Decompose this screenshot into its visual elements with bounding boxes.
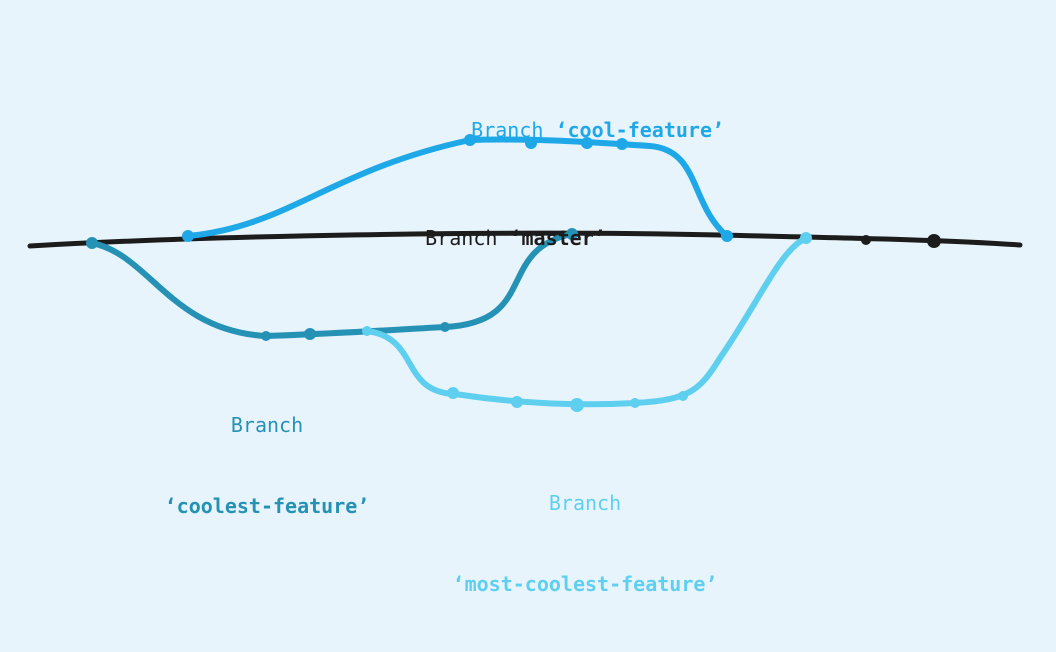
most-coolest-feature-commits <box>362 232 812 412</box>
coolest-feature-label-name: ‘coolest-feature’ <box>164 494 370 518</box>
cool-feature-commits <box>182 134 733 242</box>
commit-dot[interactable] <box>525 137 537 149</box>
most-coolest-feature-label-name: ‘most-coolest-feature’ <box>452 572 718 596</box>
commit-dot[interactable] <box>721 230 733 242</box>
commit-dot[interactable] <box>566 228 578 240</box>
commit-dot[interactable] <box>362 326 372 336</box>
commit-dot[interactable] <box>581 137 593 149</box>
branch-graph <box>27 134 1023 412</box>
commit-dot[interactable] <box>800 232 812 244</box>
commit-dot[interactable] <box>616 138 628 150</box>
master-label-prefix: Branch <box>425 226 510 250</box>
commit-dot[interactable] <box>630 398 640 408</box>
master-branch-label: Branch ‘master’ <box>377 202 606 274</box>
commit-dot[interactable] <box>182 230 194 242</box>
commit-dot[interactable] <box>304 328 316 340</box>
cool-feature-label-name: ‘cool-feature’ <box>555 118 725 142</box>
coolest-feature-label-prefix: Branch <box>230 413 304 437</box>
commit-dot[interactable] <box>464 134 476 146</box>
coolest-feature-branch-label: Branch ‘coolest-feature’ <box>158 358 376 574</box>
most-coolest-feature-label-prefix: Branch <box>548 491 622 515</box>
commit-dot[interactable] <box>570 398 584 412</box>
cool-feature-label-prefix: Branch <box>471 118 556 142</box>
commit-dot[interactable] <box>86 237 98 249</box>
commit-dot[interactable] <box>447 387 459 399</box>
commit-dot[interactable] <box>511 396 523 408</box>
commit-dot[interactable] <box>261 331 271 341</box>
master-commits <box>861 234 941 248</box>
master-label-name: ‘master’ <box>509 226 606 250</box>
commit-dot[interactable] <box>927 234 941 248</box>
commit-dot[interactable] <box>440 322 450 332</box>
commit-dot[interactable] <box>678 391 688 401</box>
most-coolest-feature-branch-label: Branch ‘most-coolest-feature’ <box>440 436 730 652</box>
commit-dot[interactable] <box>861 235 871 245</box>
coolest-feature-commits <box>86 228 578 341</box>
most-coolest-feature-branch-line <box>364 235 809 408</box>
git-branch-diagram: Branch ‘master’ Branch ‘cool-feature’ Br… <box>27 94 1023 596</box>
cool-feature-branch-label: Branch ‘cool-feature’ <box>423 94 724 166</box>
